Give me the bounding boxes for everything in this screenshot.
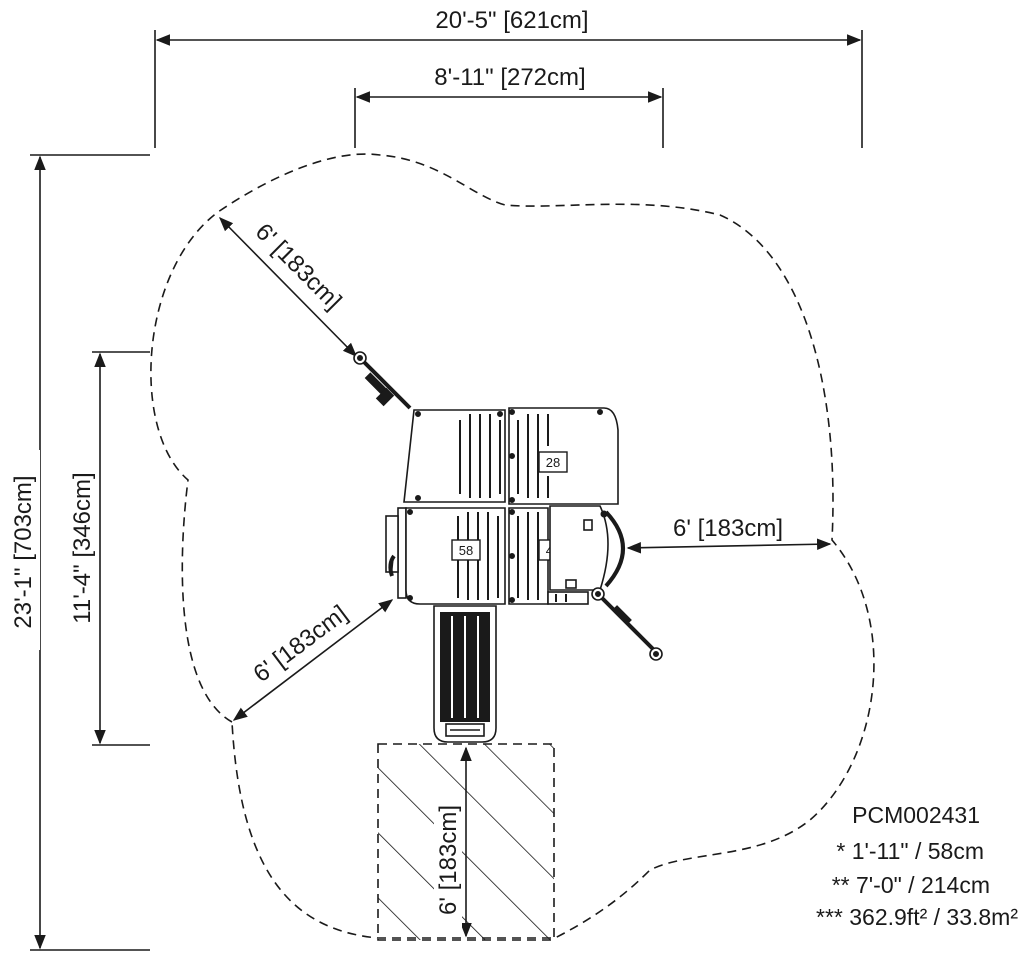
clearance-slide-exit: 6' [183cm]: [434, 746, 472, 938]
note-line-2: ** 7'-0" / 214cm: [832, 872, 990, 898]
overall-width-dimension: 20'-5" [621cm]: [154, 6, 863, 148]
clearance-right-label: 6' [183cm]: [673, 515, 783, 542]
upper-left-climber: [353, 351, 412, 410]
notes-block: PCM002431 * 1'-11" / 58cm ** 7'-0" / 214…: [816, 802, 1018, 930]
deck-label-lower-left: 58: [459, 543, 473, 558]
inner-height-dimension: 11'-4" [346cm]: [69, 351, 150, 746]
overall-height-dimension: 23'-1" [703cm]: [8, 154, 150, 951]
use-zone-boundary: [150, 153, 875, 939]
inner-width-label: 8'-11" [272cm]: [434, 64, 585, 91]
note-line-3: *** 362.9ft² / 33.8m²: [816, 904, 1018, 930]
clearance-lower-left: 6' [183cm]: [232, 599, 394, 721]
deck-label-upper-right: 28: [546, 455, 560, 470]
clearance-slide-exit-label: 6' [183cm]: [435, 805, 462, 915]
lower-right-climber: [591, 587, 663, 661]
clearance-lower-left-label: 6' [183cm]: [248, 600, 352, 688]
clearance-upper-left: 6' [183cm]: [218, 216, 358, 358]
clearance-right: 6' [183cm]: [626, 515, 832, 554]
play-structure: 28 58: [353, 351, 663, 743]
inner-width-dimension: 8'-11" [272cm]: [354, 64, 664, 148]
overall-width-label: 20'-5" [621cm]: [435, 7, 588, 34]
deck-upper-left: [403, 409, 506, 503]
model-number: PCM002431: [852, 802, 980, 828]
left-side-panel: [385, 507, 407, 599]
inner-height-label: 11'-4" [346cm]: [69, 472, 96, 623]
deck-lower-left: 58: [405, 507, 506, 605]
right-platform: [547, 505, 625, 605]
slide: [433, 605, 497, 743]
overall-height-label: 23'-1" [703cm]: [10, 475, 37, 628]
note-line-1: * 1'-11" / 58cm: [836, 838, 984, 864]
deck-upper-right: 28: [508, 407, 619, 505]
clearance-upper-left-label: 6' [183cm]: [250, 218, 347, 315]
